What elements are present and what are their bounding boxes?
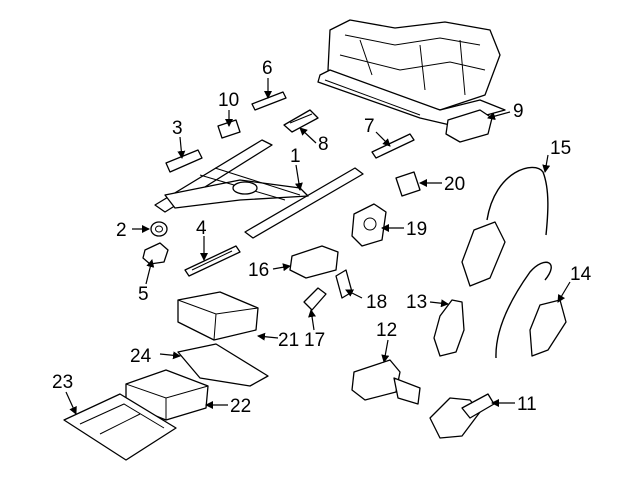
callout-11: 11 <box>517 394 537 415</box>
callout-12: 12 <box>376 320 397 341</box>
callout-24: 24 <box>130 346 152 367</box>
module-19 <box>351 203 387 247</box>
seat-frame <box>154 139 364 239</box>
trim-piece-7 <box>371 133 415 159</box>
cable-motor-14 <box>495 261 567 359</box>
pad-24 <box>177 343 269 387</box>
leader-lines <box>65 78 571 415</box>
callout-22: 22 <box>230 396 251 417</box>
callout-labels: 1 2 3 4 5 6 7 8 9 10 11 12 13 14 15 16 1… <box>52 58 592 417</box>
module-16 <box>289 245 339 279</box>
clip-17 <box>303 287 327 311</box>
callout-14: 14 <box>570 264 592 285</box>
callout-17: 17 <box>304 330 325 351</box>
motor-12 <box>351 359 421 405</box>
trim-piece-8 <box>283 109 319 133</box>
callout-21: 21 <box>278 330 299 351</box>
callout-8: 8 <box>318 134 329 155</box>
module-9 <box>445 109 493 143</box>
nut <box>150 221 168 237</box>
module-21 <box>177 291 259 341</box>
callout-1: 1 <box>290 146 301 167</box>
track-4 <box>184 245 241 277</box>
callout-5: 5 <box>138 284 149 305</box>
trim-piece-6 <box>251 91 287 111</box>
callout-3: 3 <box>172 118 183 139</box>
callout-10: 10 <box>218 90 239 111</box>
callout-2: 2 <box>116 220 127 241</box>
callout-15: 15 <box>550 138 571 159</box>
callout-19: 19 <box>406 219 427 240</box>
callout-4: 4 <box>196 218 207 239</box>
seat-assembly <box>317 19 506 126</box>
motor-13 <box>433 299 465 357</box>
callout-9: 9 <box>513 101 524 122</box>
cable-motor-15 <box>461 166 549 287</box>
trim-piece-3 <box>165 149 203 173</box>
callout-20: 20 <box>444 174 465 195</box>
switch-20 <box>395 171 421 197</box>
callout-16: 16 <box>248 260 269 281</box>
callout-7: 7 <box>364 116 375 137</box>
callout-23: 23 <box>52 372 73 393</box>
callout-6: 6 <box>262 58 273 79</box>
motor-11 <box>429 393 495 439</box>
clip-18 <box>335 269 353 299</box>
callout-13: 13 <box>406 292 427 313</box>
callout-18: 18 <box>366 292 387 313</box>
tray-23 <box>63 393 177 461</box>
bracket-5 <box>142 242 169 265</box>
